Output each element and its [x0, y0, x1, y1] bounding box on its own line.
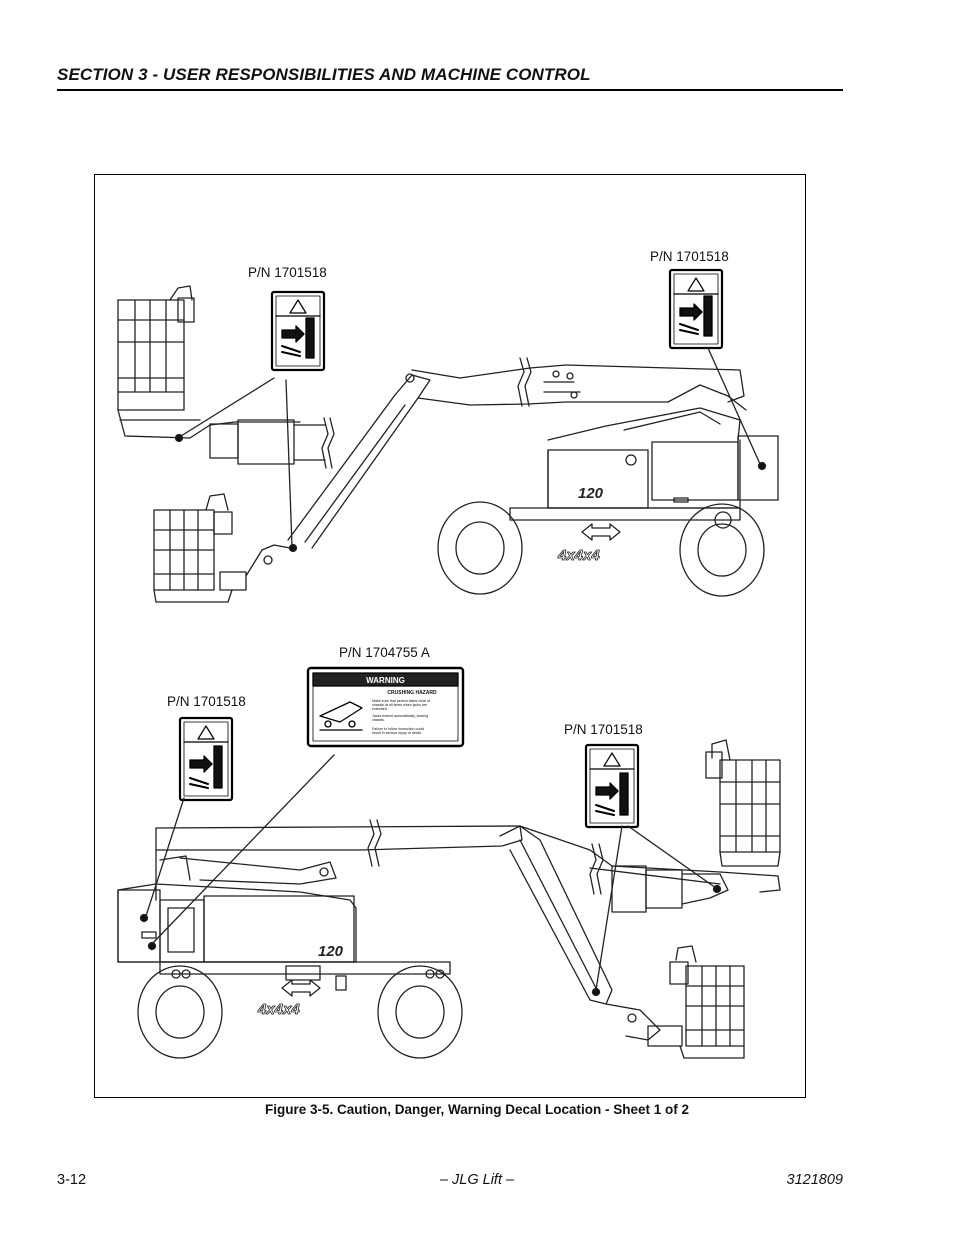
header-rule	[57, 89, 843, 91]
top-model-badge: 120	[578, 485, 604, 502]
warning-heading: WARNING	[366, 676, 405, 685]
bottom-left-wheel	[137, 965, 223, 1059]
footer-center-text: – JLG Lift –	[439, 1172, 515, 1188]
decal-lower-right	[584, 743, 640, 829]
top-drive-badge: 4x4x4	[557, 547, 600, 564]
pn-label-warning-decal: P/N 1704755 A	[339, 645, 430, 660]
warning-decal-text: WARNING CRUSHING HAZARD Make sure that p…	[366, 676, 437, 735]
pn-label-lower-left: P/N 1701518	[167, 694, 246, 709]
decal-upper-right	[668, 268, 724, 350]
top-machine-illustration: 120 4x4x4	[117, 285, 779, 603]
bottom-machine-illustration: 120 4x4x4	[117, 739, 781, 1059]
warning-line3: extended.	[372, 707, 388, 711]
warning-line7: result in serious injury or death.	[372, 731, 422, 735]
pn-label-lower-right: P/N 1701518	[564, 722, 643, 737]
bottom-drive-badge: 4x4x4	[257, 1001, 300, 1018]
warning-line6: Failure to follow instruction could	[372, 727, 424, 731]
top-right-wheel	[679, 503, 765, 597]
warning-line1: Make sure that person takes clear of	[372, 699, 430, 703]
figure-frame	[94, 174, 806, 1098]
page-number: 3-12	[57, 1172, 87, 1188]
pn-label-upper-right: P/N 1701518	[650, 249, 729, 264]
top-left-wheel	[437, 501, 523, 595]
section-header: SECTION 3 - USER RESPONSIBILITIES AND MA…	[57, 65, 591, 84]
doc-number: 3121809	[786, 1172, 843, 1188]
figure-caption: Figure 3-5. Caution, Danger, Warning Dec…	[264, 1102, 690, 1117]
bottom-model-badge: 120	[318, 943, 344, 960]
warning-line5: chassis.	[372, 718, 385, 722]
pn-label-upper-left: P/N 1701518	[248, 265, 327, 280]
bottom-right-wheel	[377, 965, 463, 1059]
warning-subheading: CRUSHING HAZARD	[387, 690, 437, 696]
decal-lower-left	[178, 716, 234, 802]
warning-decal	[306, 666, 465, 748]
warning-line2: chassis at all times when jacks are	[372, 703, 427, 707]
decal-upper-left	[270, 290, 326, 372]
warning-line4: Jacks extend automatically, leaving	[372, 714, 428, 718]
